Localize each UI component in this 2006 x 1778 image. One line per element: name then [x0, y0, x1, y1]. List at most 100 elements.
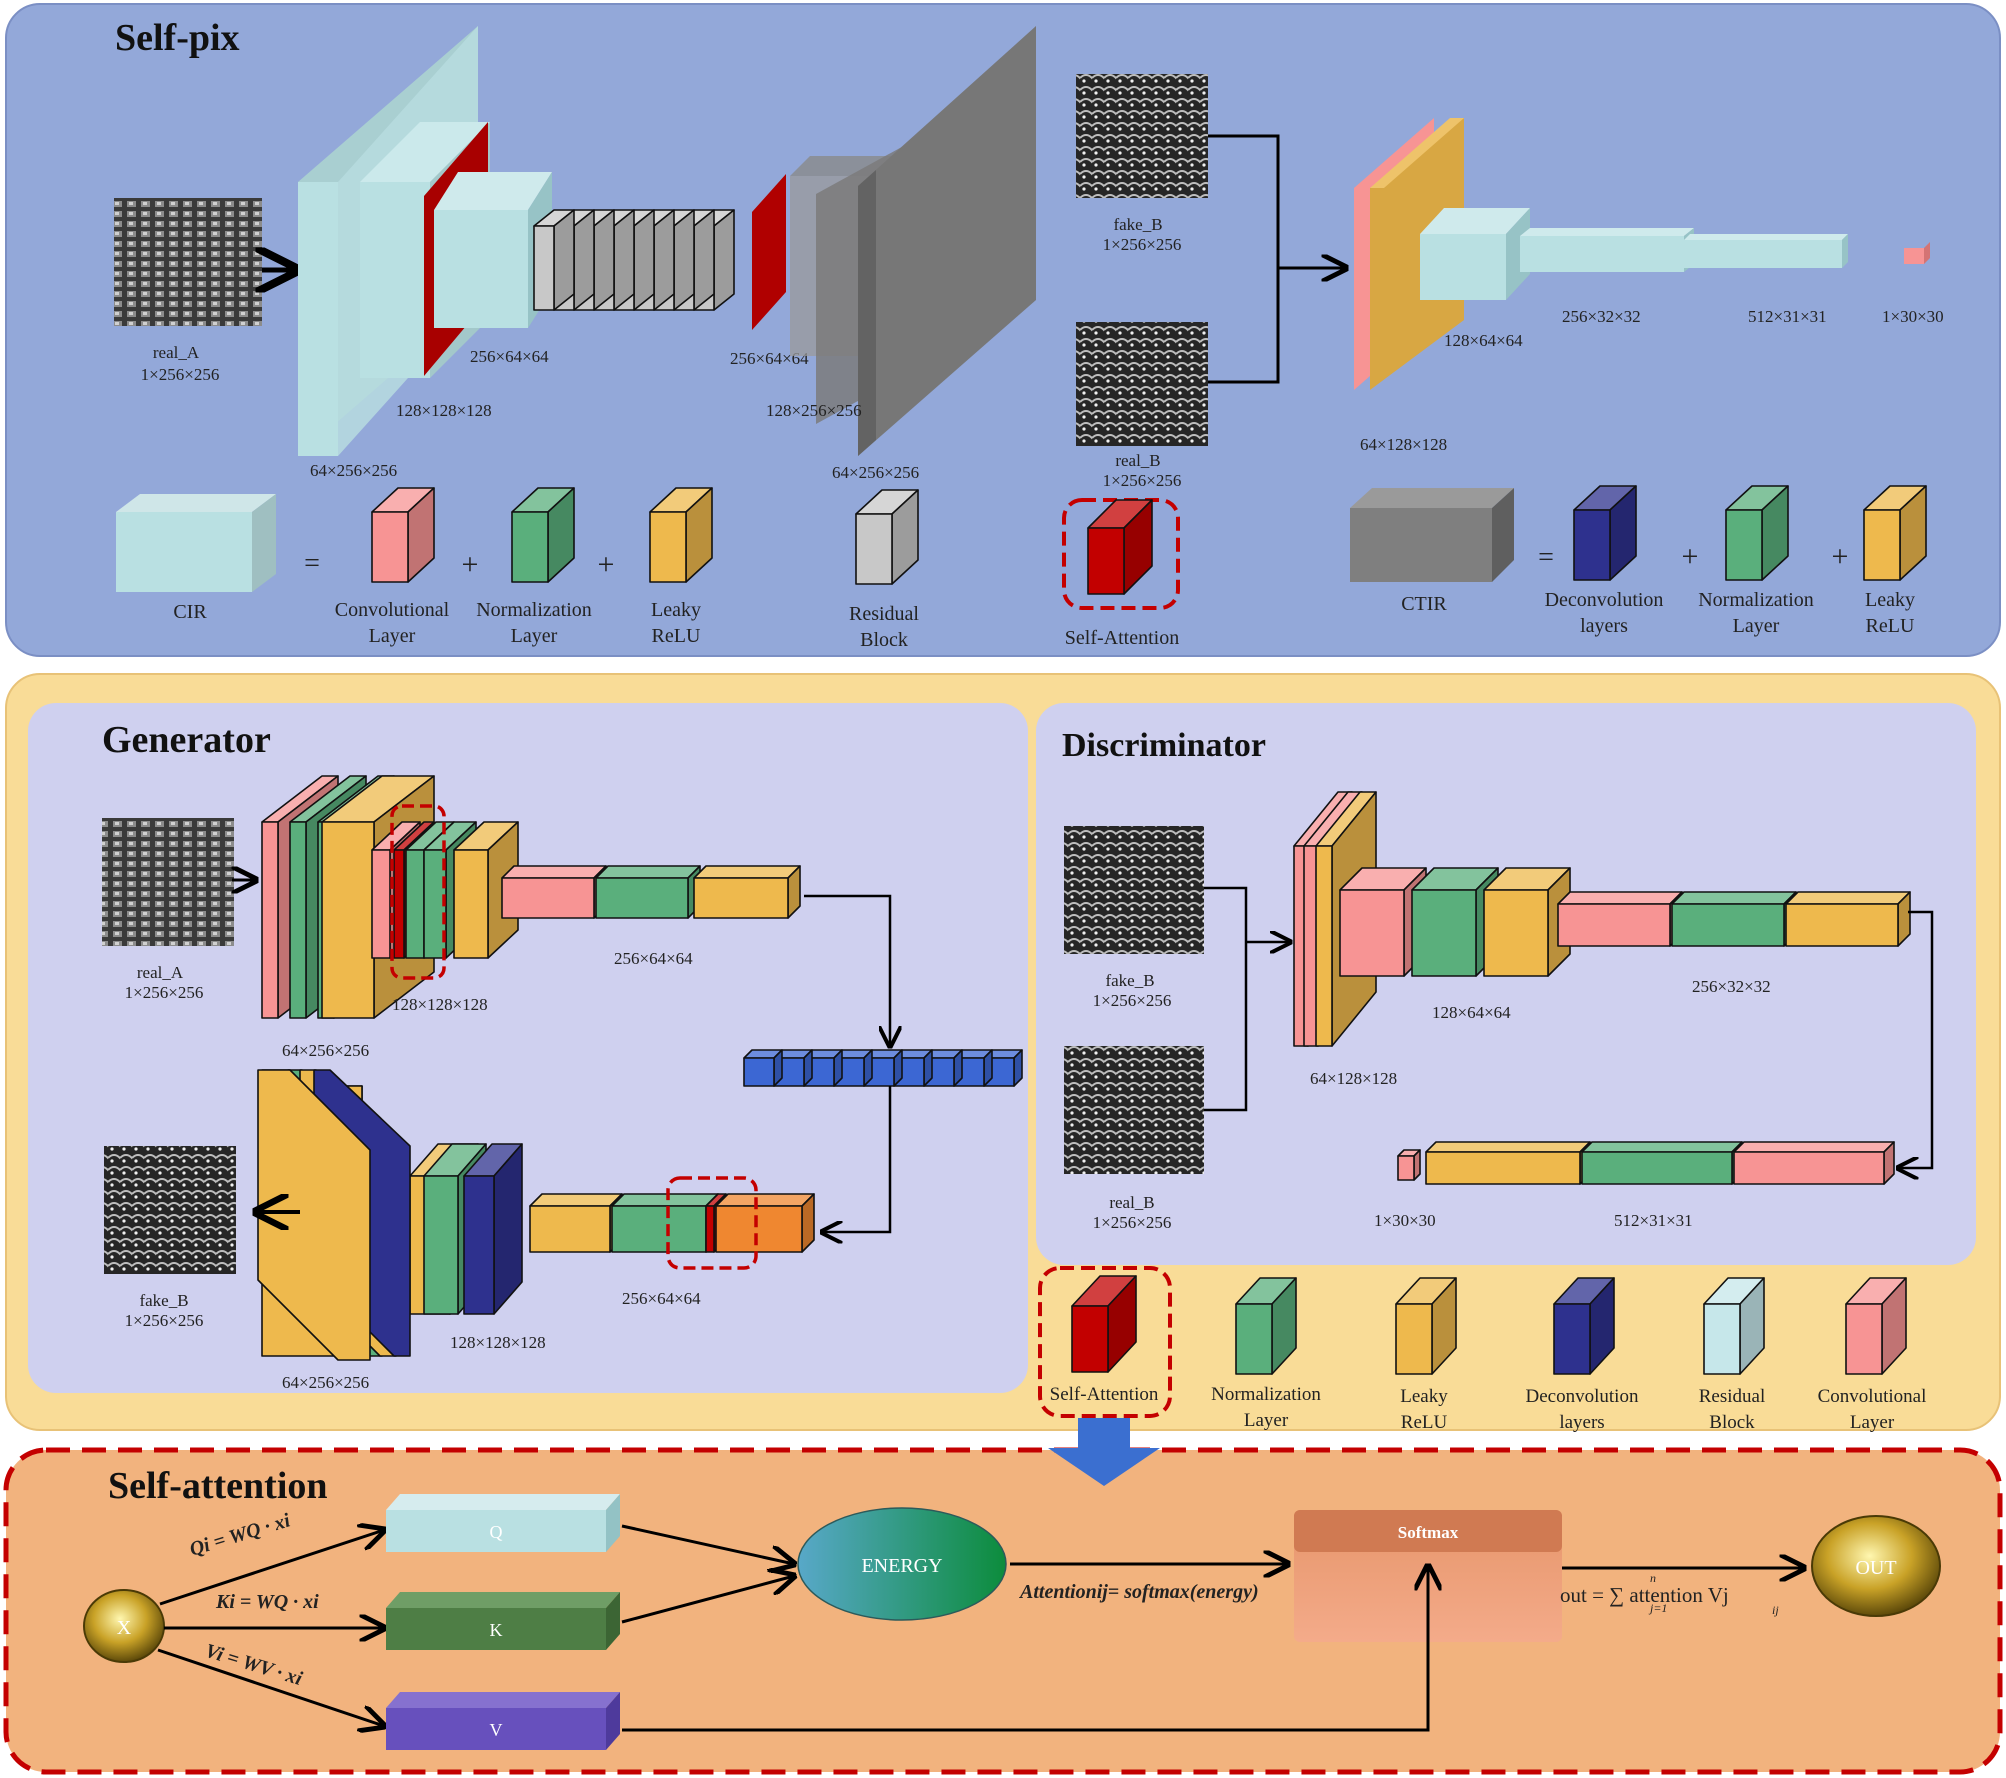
- k-equation: Ki = WQ · xi: [215, 1591, 319, 1613]
- norm-layer-icon: [1235, 1277, 1297, 1375]
- dim-label: 128×128×128: [392, 995, 488, 1014]
- legend2-norm-label: Layer: [1244, 1410, 1289, 1431]
- legend2-deconv-label: Deconvolution: [1526, 1386, 1639, 1407]
- energy-label: ENERGY: [861, 1555, 942, 1577]
- q-label: Q: [490, 1522, 503, 1542]
- leaky-relu-layer: [529, 1193, 623, 1253]
- disc-top-block-2: [1420, 208, 1530, 300]
- disc-top-block-1: [1354, 118, 1464, 390]
- legend2-residual-label: Block: [1709, 1412, 1755, 1433]
- real-b-size: 1×256×256: [1103, 471, 1182, 490]
- disc-real-b-size: 1×256×256: [1093, 1213, 1172, 1232]
- dim-label: 512×31×31: [1614, 1211, 1693, 1230]
- disc-merge-connector: [1204, 886, 1248, 1112]
- residual-block: [533, 209, 575, 311]
- legend2-deconv: [1553, 1277, 1615, 1375]
- legend-residual: [855, 489, 919, 585]
- legend-norm-label: Normalization: [476, 599, 592, 621]
- selfpix-title: Self-pix: [115, 17, 240, 59]
- disc-stack-1: [1293, 791, 1377, 1047]
- gen-real-a-label: real_A: [137, 963, 184, 982]
- out-equation-index: ij: [1772, 1603, 1779, 1617]
- disc-stack-3: [1557, 891, 1911, 947]
- x-node: [83, 1589, 165, 1663]
- out-equation: out = ∑ attention Vj: [1560, 1583, 1729, 1607]
- plus-sign: +: [598, 548, 615, 581]
- dim-label: 256×64×64: [470, 347, 549, 366]
- v-block: [386, 1692, 620, 1750]
- legend-norm-label: Layer: [1733, 615, 1780, 637]
- conv-layer-icon: [371, 487, 435, 583]
- legend-cir-label: CIR: [173, 601, 207, 623]
- disc-stack-2: [1339, 867, 1571, 977]
- dim-label: 256×64×64: [614, 949, 693, 968]
- ctir-blocks: [790, 26, 1036, 456]
- legend-leaky-2: [1863, 485, 1927, 581]
- dim-label: 1×30×30: [1374, 1211, 1436, 1230]
- dim-label: 64×256×256: [282, 1041, 369, 1060]
- dim-label: 128×128×128: [396, 401, 492, 420]
- legend-leaky: [649, 487, 713, 583]
- legend-leaky-label: Leaky: [1865, 589, 1915, 611]
- dim-label: 64×256×256: [832, 463, 919, 482]
- attention-block-decode: [752, 174, 786, 330]
- legend-norm: [511, 487, 575, 583]
- self-attention-icon: [1071, 1275, 1137, 1373]
- fake-b-label: fake_B: [1113, 215, 1162, 234]
- norm-layer: [595, 865, 701, 919]
- conv-layer: [501, 865, 607, 919]
- dim-label: 64×256×256: [310, 461, 397, 480]
- equals-sign: =: [1538, 542, 1554, 573]
- leaky-relu-icon: [649, 487, 713, 583]
- norm-layer: [1671, 891, 1797, 947]
- q-energy-arrow: [621, 1524, 794, 1564]
- legend2-attention: [1071, 1275, 1137, 1373]
- out-label: OUT: [1855, 1557, 1896, 1579]
- dim-label: 512×31×31: [1748, 307, 1827, 326]
- v-arrow: [157, 1648, 384, 1726]
- disc-top-block-5: [1904, 242, 1930, 264]
- x-label: X: [117, 1617, 132, 1639]
- legend-deconv-label: layers: [1580, 615, 1628, 637]
- legend-ctir: [1350, 488, 1514, 582]
- real-a-image: [114, 198, 262, 326]
- output-cell: [1397, 1149, 1421, 1181]
- legend-attention-frame: [1062, 498, 1180, 610]
- legend2-residual-label: Residual: [1699, 1386, 1766, 1407]
- norm-layer-icon: [511, 487, 575, 583]
- dim-label: 64×128×128: [1310, 1069, 1397, 1088]
- residual-block-icon: [1703, 1277, 1765, 1375]
- leaky-relu-layer: [1785, 891, 1911, 947]
- gen-decoder-attention-highlight: [666, 1176, 758, 1270]
- deconv-layer-icon: [1553, 1277, 1615, 1375]
- energy-node: [797, 1507, 1007, 1621]
- k-block: [386, 1592, 620, 1650]
- legend-leaky-label: ReLU: [652, 625, 701, 647]
- real-b-image: [1076, 322, 1208, 446]
- legend-conv-label: Layer: [369, 625, 416, 647]
- gen-fake-b-image: [104, 1146, 236, 1274]
- gen-fake-b-size: 1×256×256: [125, 1311, 204, 1330]
- fake-b-image: [1076, 74, 1208, 198]
- norm-layer: [611, 1193, 719, 1253]
- plus-sign: +: [1682, 540, 1699, 573]
- norm-layer-icon: [1725, 485, 1789, 581]
- dim-label: 128×128×128: [450, 1333, 546, 1352]
- disc-fake-b-image: [1064, 826, 1204, 954]
- gen-fake-b-label: fake_B: [139, 1291, 188, 1310]
- gen-encoder-connector: [804, 894, 890, 1046]
- legend2-deconv-label: layers: [1559, 1412, 1604, 1433]
- deconv-layer-icon: [1573, 485, 1637, 581]
- legend-attention: [1087, 499, 1153, 595]
- dim-label: 128×256×256: [766, 401, 862, 420]
- legend2-attention-frame: [1038, 1266, 1172, 1418]
- legend2-conv-label: Layer: [1850, 1412, 1895, 1433]
- q-block: [386, 1494, 620, 1552]
- output-layer: [715, 1193, 815, 1253]
- conv-layer: [1339, 867, 1427, 977]
- legend-conv-label: Convolutional: [335, 599, 450, 621]
- leaky-relu-icon: [1395, 1277, 1457, 1375]
- gen-decoder-stack-1: [529, 1193, 815, 1253]
